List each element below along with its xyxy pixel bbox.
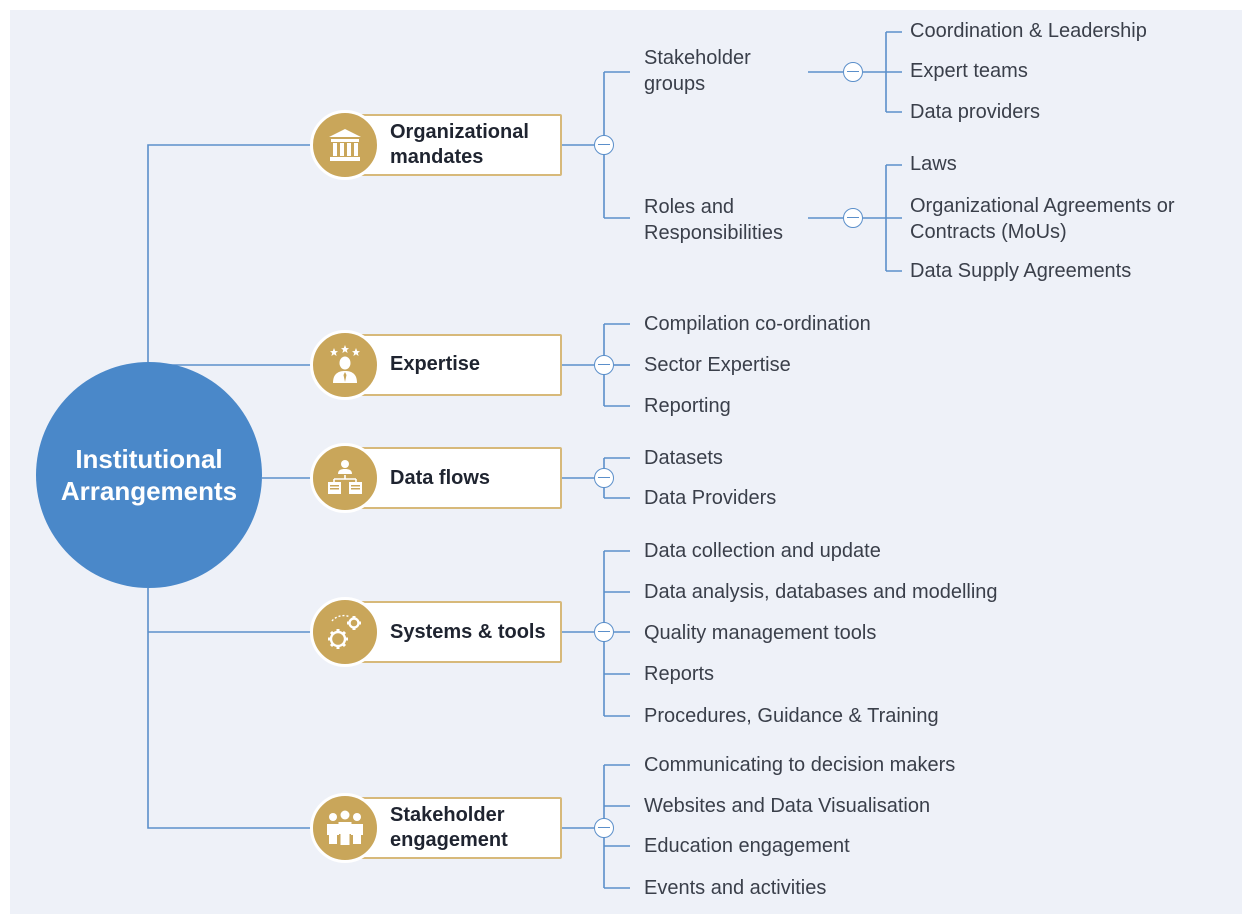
people-group-icon bbox=[327, 810, 363, 845]
collapse-toggle-systems-tools[interactable] bbox=[594, 622, 614, 642]
leaf-coordination-leadership: Coordination & Leadership bbox=[910, 20, 1147, 42]
group-label-stakeholder-groups: Stakeholder groups bbox=[644, 47, 751, 95]
category-label-expertise: Expertise bbox=[390, 353, 481, 375]
collapse-toggle-roles-responsibilities[interactable] bbox=[843, 208, 863, 228]
expert-person-icon bbox=[330, 345, 360, 383]
collapse-toggle-stakeholder-groups[interactable] bbox=[843, 62, 863, 82]
leaf-compilation-coordination: Compilation co-ordination bbox=[644, 313, 871, 335]
leaf-quality-management-tools: Quality management tools bbox=[644, 622, 877, 644]
hub-institutional-arrangements: Institutional Arrangements bbox=[36, 362, 262, 588]
collapse-toggle-organizational-mandates[interactable] bbox=[594, 135, 614, 155]
leaf-reporting: Reporting bbox=[644, 395, 731, 417]
leaf-data-collection-update: Data collection and update bbox=[644, 540, 881, 562]
leaf-education-engagement: Education engagement bbox=[644, 835, 850, 857]
category-label-data-flows: Data flows bbox=[390, 467, 491, 489]
data-flow-icon bbox=[328, 460, 362, 494]
leaf-sector-expertise: Sector Expertise bbox=[644, 354, 791, 376]
leaf-reports: Reports bbox=[644, 663, 715, 685]
leaf-data-providers: Data providers bbox=[910, 101, 1041, 123]
collapse-toggle-data-flows[interactable] bbox=[594, 468, 614, 488]
leaf-expert-teams: Expert teams bbox=[910, 60, 1028, 82]
leaf-data-providers-flow: Data Providers bbox=[644, 487, 777, 509]
category-icon-badge bbox=[310, 793, 380, 863]
leaf-datasets: Datasets bbox=[644, 447, 723, 469]
category-icon-badge bbox=[310, 330, 380, 400]
category-icon-badge bbox=[310, 597, 380, 667]
leaf-data-supply-agreements: Data Supply Agreements bbox=[910, 260, 1132, 282]
building-columns-icon bbox=[329, 129, 361, 161]
category-icon-badge bbox=[310, 110, 380, 180]
leaf-communicating-decision-makers: Communicating to decision makers bbox=[644, 754, 956, 776]
leaf-data-analysis-modelling: Data analysis, databases and modelling bbox=[644, 581, 998, 603]
category-label-systems-tools: Systems & tools bbox=[390, 621, 546, 643]
category-box-systems-tools bbox=[338, 601, 562, 663]
category-label-stakeholder-engagement: Stakeholder engagement bbox=[390, 804, 508, 851]
leaf-laws: Laws bbox=[910, 153, 957, 175]
category-icon-badge bbox=[310, 443, 380, 513]
category-box-stakeholder-engagement bbox=[338, 797, 562, 859]
gears-icon bbox=[328, 614, 361, 649]
leaf-procedures-guidance-training: Procedures, Guidance & Training bbox=[644, 705, 939, 727]
hub-title: Institutional Arrangements bbox=[60, 444, 238, 506]
collapse-toggle-stakeholder-engagement[interactable] bbox=[594, 818, 614, 838]
leaf-events-activities: Events and activities bbox=[644, 877, 827, 899]
category-box-data-flows bbox=[338, 447, 562, 509]
leaf-websites-data-visualisation: Websites and Data Visualisation bbox=[644, 795, 931, 817]
collapse-toggle-expertise[interactable] bbox=[594, 355, 614, 375]
leaf-organizational-agreements: Organizational Agreements or Contracts (… bbox=[910, 195, 1175, 243]
category-label-organizational-mandates: Organizational mandates bbox=[390, 121, 529, 168]
group-label-roles-responsibilities: Roles and Responsibilities bbox=[644, 196, 783, 244]
